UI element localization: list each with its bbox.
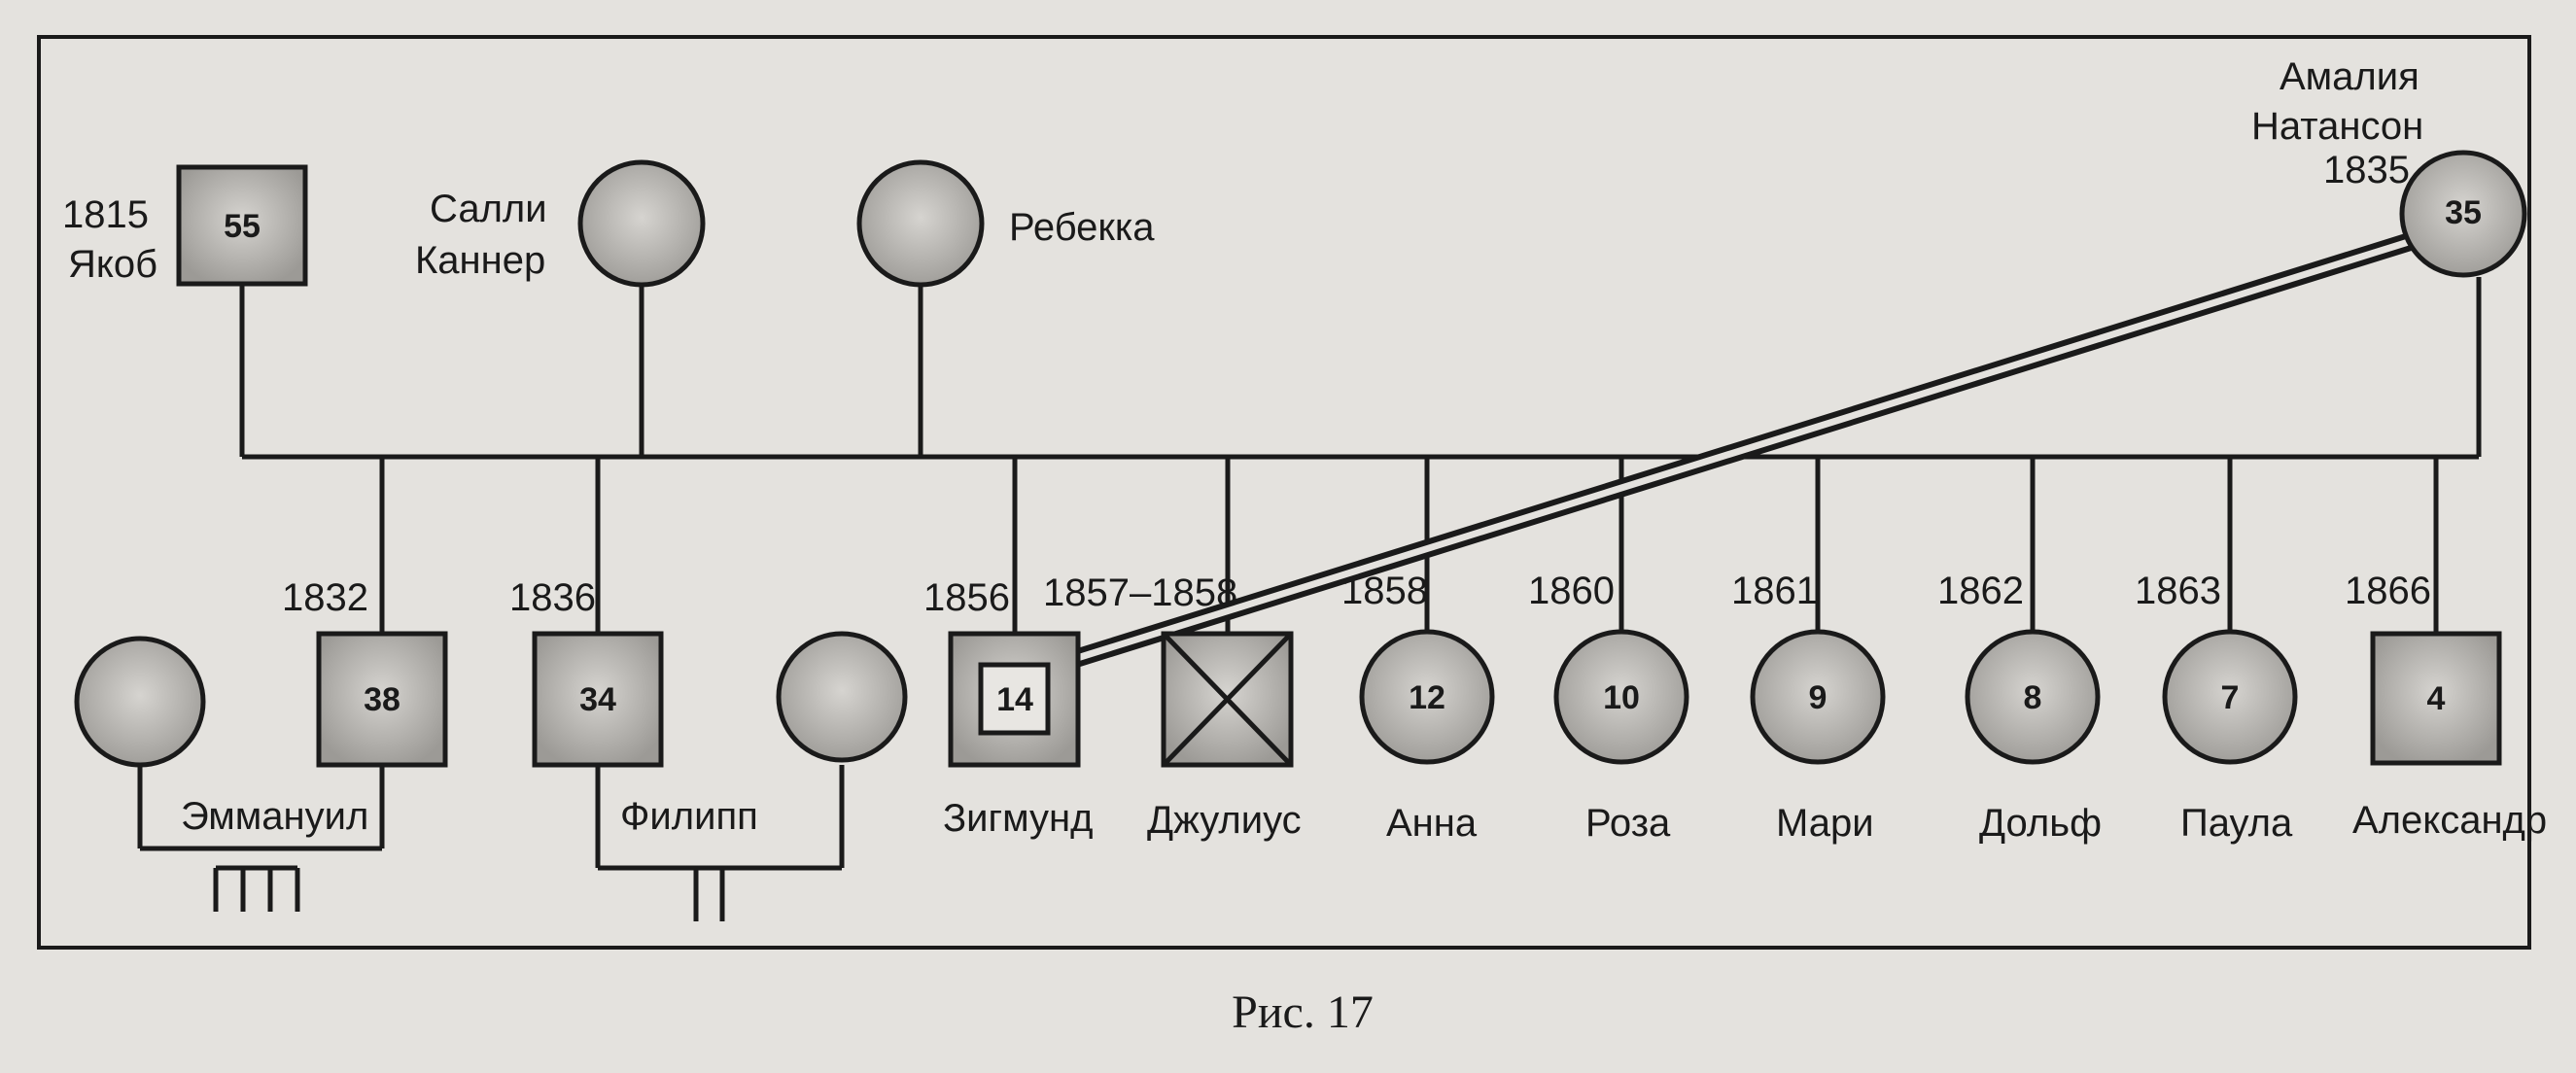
person-yakob: 55 1815 Якоб bbox=[62, 164, 308, 287]
rosa-age: 10 bbox=[1603, 679, 1640, 716]
sigmund-year: 1856 bbox=[923, 576, 1010, 619]
philipp-age: 34 bbox=[579, 681, 616, 718]
rosa-name: Роза bbox=[1585, 802, 1671, 845]
person-rebekka: Ребекка bbox=[856, 159, 1155, 288]
person-mari: 9 1861 Мари bbox=[1731, 570, 1886, 845]
person-sally: Салли Каннер bbox=[415, 159, 706, 288]
person-emmanuel-wife bbox=[74, 636, 206, 768]
person-rosa: 10 1860 Роза bbox=[1528, 570, 1689, 845]
sally-name-line2: Каннер bbox=[415, 239, 545, 282]
emmanuel-year: 1832 bbox=[282, 576, 368, 619]
mari-year: 1861 bbox=[1731, 570, 1818, 612]
rosa-year: 1860 bbox=[1528, 570, 1615, 612]
paula-age: 7 bbox=[2221, 679, 2240, 716]
alexander-age: 4 bbox=[2427, 680, 2446, 717]
dolf-age: 8 bbox=[2024, 679, 2042, 716]
person-sigmund: 14 1856 Зигмунд bbox=[923, 576, 1093, 840]
person-julius: 1857–1858 Джулиус bbox=[1043, 571, 1302, 842]
amalia-age: 35 bbox=[2445, 194, 2482, 231]
paula-year: 1863 bbox=[2135, 570, 2221, 612]
yakob-age: 55 bbox=[224, 208, 261, 245]
person-emmanuel: 38 1832 Эммануил bbox=[181, 576, 448, 838]
emmanuel-age: 38 bbox=[364, 681, 400, 718]
amalia-name-line2: Натансон bbox=[2251, 105, 2423, 148]
sally-name-line1: Салли bbox=[430, 188, 547, 230]
person-philipp-wife bbox=[776, 631, 908, 763]
julius-year: 1857–1858 bbox=[1043, 571, 1237, 614]
alexander-name: Александр bbox=[2352, 799, 2547, 842]
emmanuel-name: Эммануил bbox=[181, 795, 368, 838]
person-anna: 12 1858 Анна bbox=[1341, 570, 1495, 845]
philipp-year: 1836 bbox=[509, 576, 596, 619]
philipp-name: Филипп bbox=[620, 795, 758, 838]
rebekka-name: Ребекка bbox=[1009, 206, 1155, 249]
anna-age: 12 bbox=[1409, 679, 1445, 716]
person-philipp: 34 1836 Филипп bbox=[509, 576, 758, 838]
alexander-year: 1866 bbox=[2345, 570, 2431, 612]
dolf-year: 1862 bbox=[1937, 570, 2024, 612]
mari-age: 9 bbox=[1809, 679, 1828, 716]
dolf-name: Дольф bbox=[1979, 802, 2102, 845]
sigmund-age: 14 bbox=[996, 681, 1033, 718]
sigmund-name: Зигмунд bbox=[943, 797, 1093, 840]
amalia-year: 1835 bbox=[2323, 149, 2410, 191]
person-alexander: 4 1866 Александр bbox=[2345, 570, 2547, 842]
person-dolf: 8 1862 Дольф bbox=[1937, 570, 2102, 845]
figure-caption: Рис. 17 bbox=[1232, 986, 1374, 1038]
paula-name: Паула bbox=[2180, 802, 2293, 845]
yakob-name: Якоб bbox=[68, 243, 157, 286]
close-bond-line bbox=[1056, 230, 2418, 674]
person-amalia: 35 Амалия Натансон 1835 bbox=[2251, 55, 2527, 278]
connection-lines bbox=[137, 277, 2482, 921]
person-paula: 7 1863 Паула bbox=[2135, 570, 2298, 845]
yakob-year: 1815 bbox=[62, 193, 149, 236]
diagram-frame bbox=[37, 35, 2531, 950]
anna-year: 1858 bbox=[1341, 570, 1428, 612]
amalia-name-line1: Амалия bbox=[2280, 55, 2419, 98]
anna-name: Анна bbox=[1386, 802, 1478, 845]
julius-name: Джулиус bbox=[1147, 799, 1302, 842]
mari-name: Мари bbox=[1776, 802, 1874, 845]
